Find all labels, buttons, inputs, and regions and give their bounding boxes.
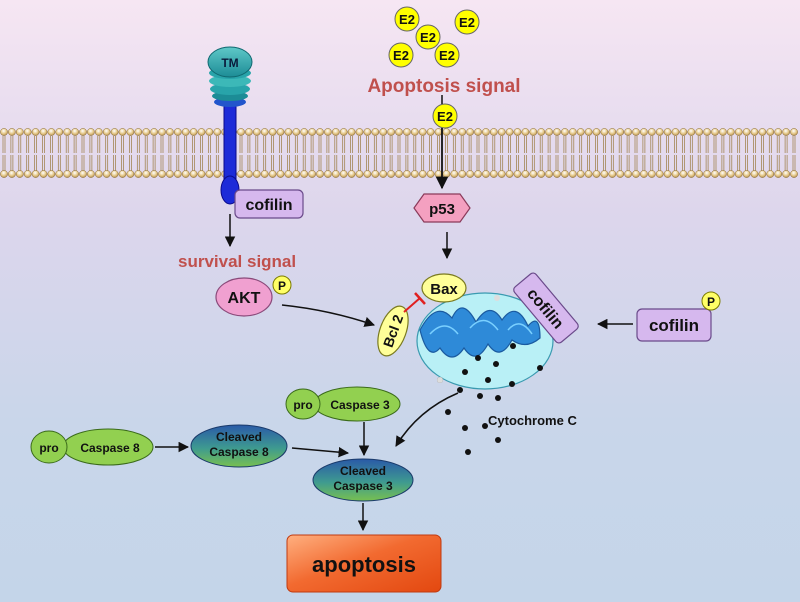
mito-cristae xyxy=(419,307,541,358)
cleaved-caspase-3-line2: Caspase 3 xyxy=(333,479,393,493)
pro-caspase-8: pro Caspase 8 xyxy=(30,428,154,466)
bcl2: Bcl 2 xyxy=(377,305,409,357)
svg-text:E2: E2 xyxy=(399,12,415,27)
p53-label: p53 xyxy=(429,201,455,218)
akt: AKT P xyxy=(215,275,292,317)
akt-label: AKT xyxy=(228,290,261,307)
arrow-cytc-to-casp3 xyxy=(395,392,459,447)
pro-caspase-3-label: Caspase 3 xyxy=(330,398,390,412)
mito-dot xyxy=(494,295,500,301)
apoptosis-box: apoptosis xyxy=(286,534,442,593)
apoptosis-label: apoptosis xyxy=(312,552,416,577)
pro-caspase-8-pro: pro xyxy=(39,441,58,455)
bax-label: Bax xyxy=(430,281,458,298)
arrow-akt-to-mito xyxy=(281,304,375,327)
inhibition-bar xyxy=(414,292,426,305)
survival-signal-label: survival signal xyxy=(178,252,296,271)
e2-ligands: E2 E2 E2 E2 E2 E2 xyxy=(388,6,480,129)
tm-receptor: TM xyxy=(207,46,253,205)
cleaved-caspase-8-line1: Cleaved xyxy=(216,430,262,444)
cleaved-caspase-8: Cleaved Caspase 8 xyxy=(190,424,288,468)
bcl2-inhibits-bax xyxy=(403,297,421,313)
cytochrome-c-label: Cytochrome C xyxy=(488,413,577,428)
e2-ligand: E2 xyxy=(394,6,420,32)
svg-text:E2: E2 xyxy=(393,48,409,63)
cytochrome-c-dots xyxy=(437,343,543,455)
mito-dot xyxy=(437,377,443,383)
cleaved-caspase-3: Cleaved Caspase 3 xyxy=(312,458,414,502)
apoptosis-signal-label: Apoptosis signal xyxy=(367,76,520,97)
svg-text:E2: E2 xyxy=(459,15,475,30)
pro-caspase-3: pro Caspase 3 xyxy=(285,386,401,422)
e2-ligand: E2 xyxy=(434,42,460,68)
cell-membrane xyxy=(0,128,798,178)
receptor-head xyxy=(207,46,253,78)
mitochondrion xyxy=(416,292,554,390)
arrow-casp8-to-casp3 xyxy=(291,446,350,458)
svg-text:E2: E2 xyxy=(437,109,453,124)
cofilin-phospho-label: cofilin xyxy=(649,316,699,335)
e2-ligand-membrane: E2 xyxy=(432,103,458,129)
cofilin-phospho-p-label: P xyxy=(707,295,715,309)
bax: Bax xyxy=(421,273,467,303)
e2-ligand: E2 xyxy=(454,9,480,35)
mito-cristae-highlight xyxy=(429,319,533,335)
akt-phospho-label: P xyxy=(278,279,286,293)
cleaved-caspase-3-line1: Cleaved xyxy=(340,464,386,478)
cofilin-phospho: cofilin P xyxy=(636,291,721,342)
cofilin-membrane-label: cofilin xyxy=(245,197,292,214)
cofilin-membrane: cofilin xyxy=(234,189,304,219)
pro-caspase-3-pro: pro xyxy=(293,398,312,412)
e2-ligand: E2 xyxy=(415,24,441,50)
tm-label: TM xyxy=(221,56,238,70)
e2-ligand: E2 xyxy=(388,42,414,68)
svg-text:E2: E2 xyxy=(439,48,455,63)
svg-text:E2: E2 xyxy=(420,30,436,45)
p53: p53 xyxy=(413,193,471,223)
cleaved-caspase-8-line2: Caspase 8 xyxy=(209,445,269,459)
receptor-stalk xyxy=(223,99,237,189)
pro-caspase-8-label: Caspase 8 xyxy=(80,441,140,455)
